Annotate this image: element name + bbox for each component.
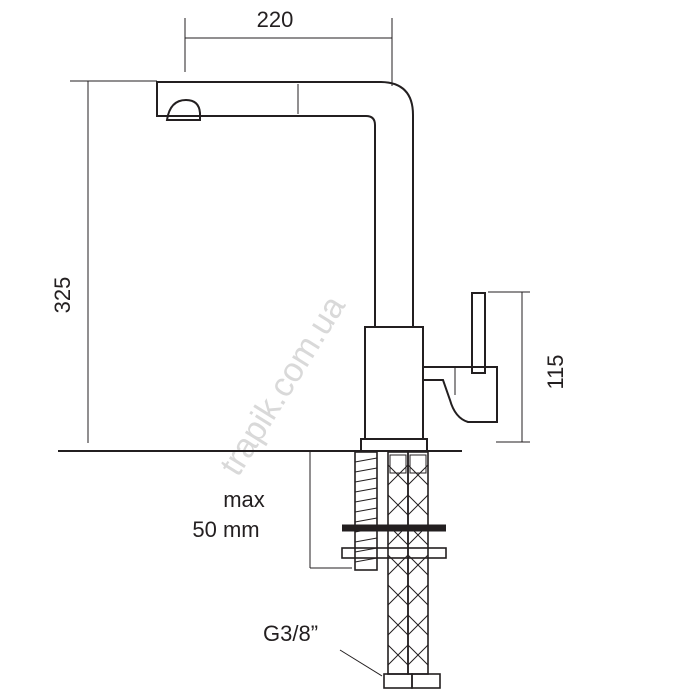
handle-dimension-label: 115 — [543, 354, 568, 389]
thread-leader-line — [339, 649, 383, 677]
width-dimension-label: 220 — [257, 7, 294, 32]
height-dimension-label: 325 — [50, 277, 75, 314]
faucet-body — [360, 326, 428, 452]
max-thickness-label-line1: max — [223, 487, 265, 512]
max-thickness-dimension — [309, 452, 352, 569]
mounting-stud — [354, 451, 378, 571]
faucet-handle — [423, 292, 498, 423]
thread-size-label: G3/8” — [263, 621, 318, 646]
clamp-plate — [341, 524, 447, 559]
faucet-spout — [156, 81, 414, 328]
handle-dimension — [488, 291, 530, 443]
height-dimension — [70, 80, 157, 443]
max-thickness-label-line2: 50 mm — [192, 517, 259, 542]
watermark-text: trapik.com.ua — [213, 289, 353, 482]
supply-hoses — [383, 451, 441, 689]
width-dimension — [184, 18, 393, 86]
